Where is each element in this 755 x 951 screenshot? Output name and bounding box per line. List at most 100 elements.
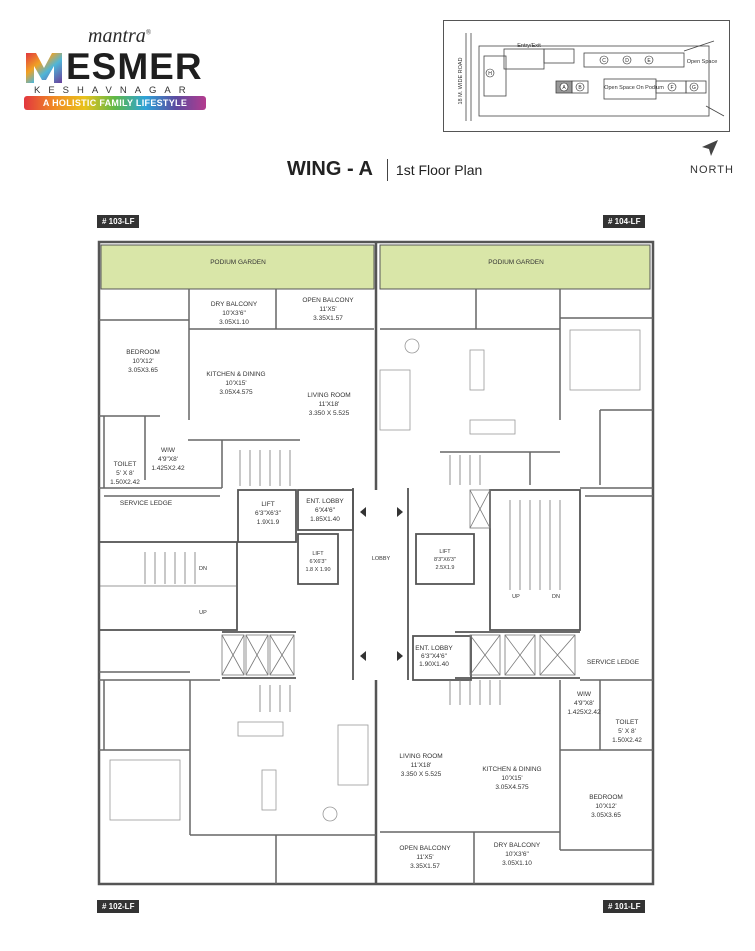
sofa-icon xyxy=(337,724,369,786)
svg-text:3.05X4.575: 3.05X4.575 xyxy=(219,389,253,396)
brand-name: ESMER xyxy=(66,46,203,87)
svg-text:OPEN BALCONY: OPEN BALCONY xyxy=(302,297,354,304)
svg-text:1.425X2.42: 1.425X2.42 xyxy=(151,465,185,472)
title-divider xyxy=(386,158,388,181)
svg-text:11'X5': 11'X5' xyxy=(319,306,336,313)
key-plan: 18 M. WIDE ROAD Entry/Exit Open Space Op… xyxy=(443,20,730,132)
unit-tag-101: # 101-LF xyxy=(603,900,646,913)
svg-text:KITCHEN & DINING: KITCHEN & DINING xyxy=(206,371,265,378)
svg-text:2.5X1.9: 2.5X1.9 xyxy=(436,565,455,571)
svg-text:TOILET: TOILET xyxy=(616,719,639,726)
svg-text:3.35X1.57: 3.35X1.57 xyxy=(313,315,343,322)
kitchen-dining-top: KITCHEN & DINING 10'X15' 3.05X4.575 xyxy=(206,371,265,396)
north-indicator: NORTH xyxy=(690,137,734,176)
keyplan-wing-f: F xyxy=(670,85,673,91)
svg-text:10'X3'6": 10'X3'6" xyxy=(222,310,246,317)
keyplan-wing-c: C xyxy=(602,58,606,64)
svg-text:3.35X1.57: 3.35X1.57 xyxy=(410,863,440,870)
keyplan-road: 18 M. WIDE ROAD xyxy=(458,57,464,104)
keyplan-open-space-podium: Open Space On Podium xyxy=(604,85,664,91)
bedroom-bottom: BEDROOM 10'X12' 3.05X3.65 xyxy=(589,794,623,819)
svg-text:WIW: WIW xyxy=(161,447,176,454)
brand-logo: ESMER xyxy=(24,46,203,88)
wiw-top: WIW 4'9"X8' 1.425X2.42 xyxy=(151,447,185,472)
svg-text:4'9"X8': 4'9"X8' xyxy=(574,700,594,707)
keyplan-entry: Entry/Exit xyxy=(517,43,541,49)
toilet-top: TOILET 5' X 8' 1.50X2.42 xyxy=(110,461,140,486)
svg-text:BEDROOM: BEDROOM xyxy=(589,794,623,801)
unit-tag-104: # 104-LF xyxy=(603,215,646,228)
svg-text:10'X3'6": 10'X3'6" xyxy=(505,851,529,858)
svg-text:11'X18': 11'X18' xyxy=(411,762,432,769)
svg-text:10'X15': 10'X15' xyxy=(225,380,246,387)
living-room-bottom: LIVING ROOM 11'X18' 3.350 X 5.525 xyxy=(399,753,442,778)
svg-text:10'X12': 10'X12' xyxy=(132,358,153,365)
service-ledge-bottom: SERVICE LEDGE xyxy=(587,659,640,666)
armchair-icon xyxy=(322,806,338,822)
ent-lobby-bottom: ENT. LOBBY 6'3"X4'6" 1.90X1.40 xyxy=(415,645,453,668)
stair-up-left: UP xyxy=(199,610,207,616)
svg-text:10'X12': 10'X12' xyxy=(595,803,616,810)
svg-text:4'9"X8': 4'9"X8' xyxy=(158,456,178,463)
svg-text:ENT. LOBBY: ENT. LOBBY xyxy=(306,498,344,505)
svg-text:3.05X3.65: 3.05X3.65 xyxy=(591,812,621,819)
keyplan-wing-d: D xyxy=(625,58,629,64)
svg-text:8'3"X6'3": 8'3"X6'3" xyxy=(434,557,456,563)
svg-text:DRY BALCONY: DRY BALCONY xyxy=(211,301,258,308)
svg-text:5' X 8': 5' X 8' xyxy=(116,470,134,477)
keyplan-wing-h: H xyxy=(488,71,492,77)
svg-text:3.05X4.575: 3.05X4.575 xyxy=(495,784,529,791)
wing-title: WING - A xyxy=(287,158,373,180)
lobby-label: LOBBY xyxy=(372,556,391,562)
podium-garden-right xyxy=(379,244,651,290)
kitchen-dining-bottom: KITCHEN & DINING 10'X15' 3.05X4.575 xyxy=(482,766,541,791)
svg-text:1.50X2.42: 1.50X2.42 xyxy=(110,479,140,486)
svg-text:6'X6'3": 6'X6'3" xyxy=(310,559,327,565)
unit-tag-102: # 102-LF xyxy=(97,900,140,913)
svg-text:OPEN BALCONY: OPEN BALCONY xyxy=(399,845,451,852)
podium-garden-label-right: PODIUM GARDEN xyxy=(488,259,544,266)
svg-text:3.350 X 5.525: 3.350 X 5.525 xyxy=(401,771,442,778)
svg-text:3.05X1.10: 3.05X1.10 xyxy=(219,319,249,326)
armchair-icon xyxy=(404,338,420,354)
stair-up-right: UP xyxy=(512,594,520,600)
svg-text:BEDROOM: BEDROOM xyxy=(126,349,160,356)
keyplan-wing-e: E xyxy=(647,58,651,64)
bed-icon xyxy=(109,759,181,821)
svg-text:6'3"X6'3": 6'3"X6'3" xyxy=(255,510,282,517)
dining-table-icon xyxy=(469,419,516,435)
north-arrow-icon xyxy=(702,140,718,156)
svg-text:LIFT: LIFT xyxy=(261,501,274,508)
stair-dn-left: DN xyxy=(199,566,207,572)
svg-text:ENT. LOBBY: ENT. LOBBY xyxy=(415,645,453,652)
brand-maker: mantra® xyxy=(88,25,152,47)
unit-tag-103: # 103-LF xyxy=(97,215,140,228)
svg-text:6'3"X4'6": 6'3"X4'6" xyxy=(421,653,448,660)
bed-icon xyxy=(569,329,641,391)
svg-text:KITCHEN & DINING: KITCHEN & DINING xyxy=(482,766,541,773)
svg-text:1.8 X 1.90: 1.8 X 1.90 xyxy=(305,567,330,573)
svg-text:LIFT: LIFT xyxy=(439,549,451,555)
dining-table-icon xyxy=(237,721,284,737)
stair-dn-right: DN xyxy=(552,594,560,600)
svg-text:1.90X1.40: 1.90X1.40 xyxy=(419,661,449,668)
dry-balcony-bottom: DRY BALCONY 10'X3'6" 3.05X1.10 xyxy=(494,842,541,867)
svg-text:LIVING ROOM: LIVING ROOM xyxy=(307,392,350,399)
svg-text:WIW: WIW xyxy=(577,691,592,698)
svg-text:1.9X1.9: 1.9X1.9 xyxy=(257,519,280,526)
svg-text:3.05X3.65: 3.05X3.65 xyxy=(128,367,158,374)
lift-a: LIFT 6'3"X6'3" 1.9X1.9 xyxy=(255,501,282,526)
dry-balcony-top: DRY BALCONY 10'X3'6" 3.05X1.10 xyxy=(211,301,258,326)
north-label: NORTH xyxy=(690,164,734,176)
open-balcony-bottom: OPEN BALCONY 11'X5' 3.35X1.57 xyxy=(399,845,451,870)
keyplan-wing-g: G xyxy=(692,85,696,91)
svg-text:1.85X1.40: 1.85X1.40 xyxy=(310,516,340,523)
brand-m-logo-icon xyxy=(26,53,62,83)
svg-text:11'X5': 11'X5' xyxy=(416,854,433,861)
keyplan-wing-a: A xyxy=(562,85,566,91)
sofa-icon xyxy=(379,369,411,431)
svg-text:10'X15': 10'X15' xyxy=(501,775,522,782)
toilet-bottom: TOILET 5' X 8' 1.50X2.42 xyxy=(612,719,642,744)
lift-b: LIFT 6'X6'3" 1.8 X 1.90 xyxy=(305,551,330,573)
